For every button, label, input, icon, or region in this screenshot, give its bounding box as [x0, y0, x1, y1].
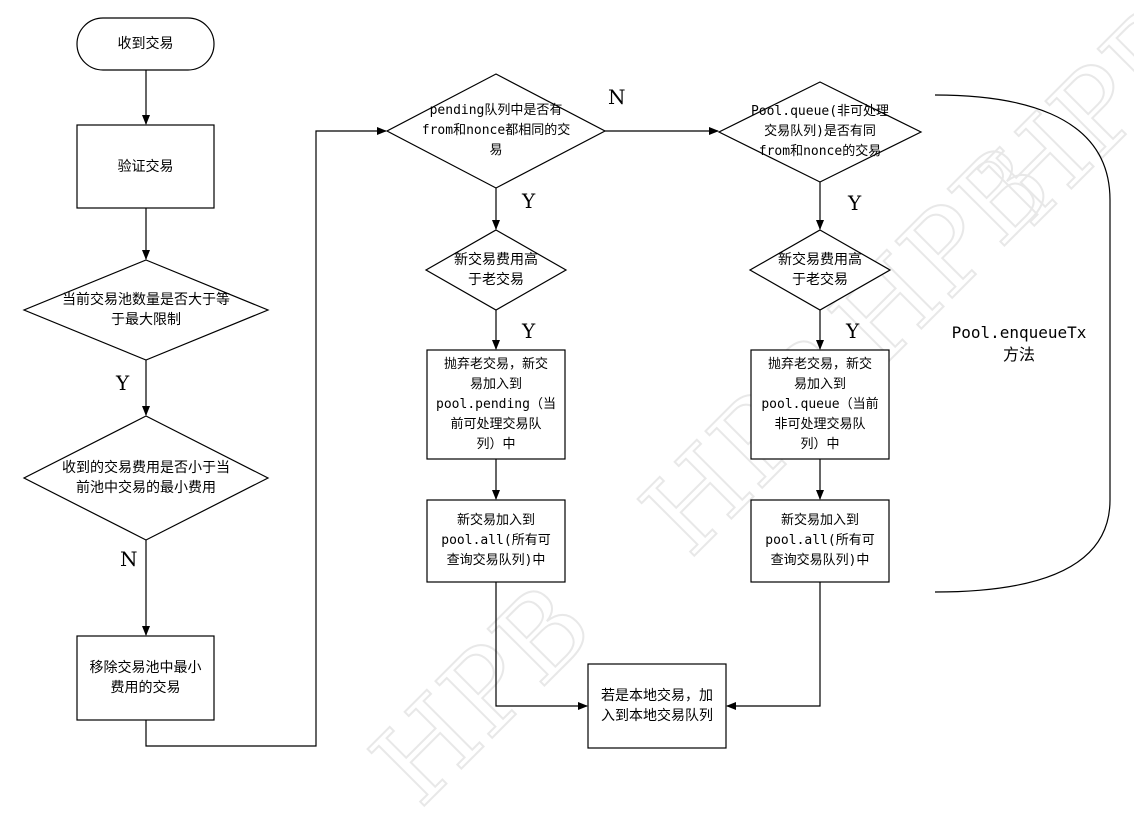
queue-fee-label: 新交易费用高 于老交易: [778, 252, 862, 288]
add-all-queue-label: 新交易加入到 pool.all(所有可 查询交易队列)中: [765, 513, 875, 568]
replace-queue-box: [750, 349, 890, 460]
local-label: 若是本地交易，加 入到本地交易队列: [601, 688, 713, 724]
validate-label: 验证交易: [117, 158, 174, 175]
edge-label-pending-no: N: [608, 85, 626, 109]
method-brace: [934, 94, 1111, 593]
replace-pending-label: 抛弃老交易，新交 易加入到 pool.pending（当 前可处理交易队 列）中: [436, 356, 556, 452]
edge-all-queue-local: [726, 582, 821, 710]
pool-count-label: 当前交易池数量是否大于等 于最大限制: [62, 292, 230, 328]
edge-label-queue-fee-yes: Y: [846, 319, 860, 343]
edge-label-feemin-no: N: [120, 547, 138, 571]
edge-remove-pending: [145, 127, 387, 747]
replace-queue-label: 抛弃老交易，新交 易加入到 pool.queue（当前 非可处理交易队 列）中: [761, 356, 879, 452]
pending-fee-label: 新交易费用高 于老交易: [454, 252, 538, 288]
replace-pending-box: [426, 349, 566, 460]
fee-min-label: 收到的交易费用是否小于当 前池中交易的最小费用: [62, 460, 230, 496]
local-box: [587, 663, 727, 749]
queue-check-label: Pool.queue(非可处理 交易队列)是否有同 from和nonce的交易: [750, 104, 890, 159]
edge-label-count-yes: Y: [116, 371, 130, 395]
remove-min-label: 移除交易池中最小 费用的交易: [89, 660, 202, 696]
add-all-pending-label: 新交易加入到 pool.all(所有可 查询交易队列)中: [441, 513, 551, 568]
edge-label-pending-yes: Y: [522, 189, 536, 213]
edge-all-pending-local: [495, 582, 588, 710]
start-label: 收到交易: [117, 36, 174, 52]
validate-box: [76, 124, 215, 209]
method-label: Pool.enqueueTx 方法: [951, 323, 1087, 364]
edge-label-pending-fee-yes: Y: [522, 319, 536, 343]
add-all-queue-box: [750, 499, 890, 583]
add-all-pending-box: [426, 499, 566, 583]
edge-label-queue-yes: Y: [848, 191, 862, 215]
pending-check-label: pending队列中是否有 from和nonce都相同的交 易: [421, 103, 571, 158]
